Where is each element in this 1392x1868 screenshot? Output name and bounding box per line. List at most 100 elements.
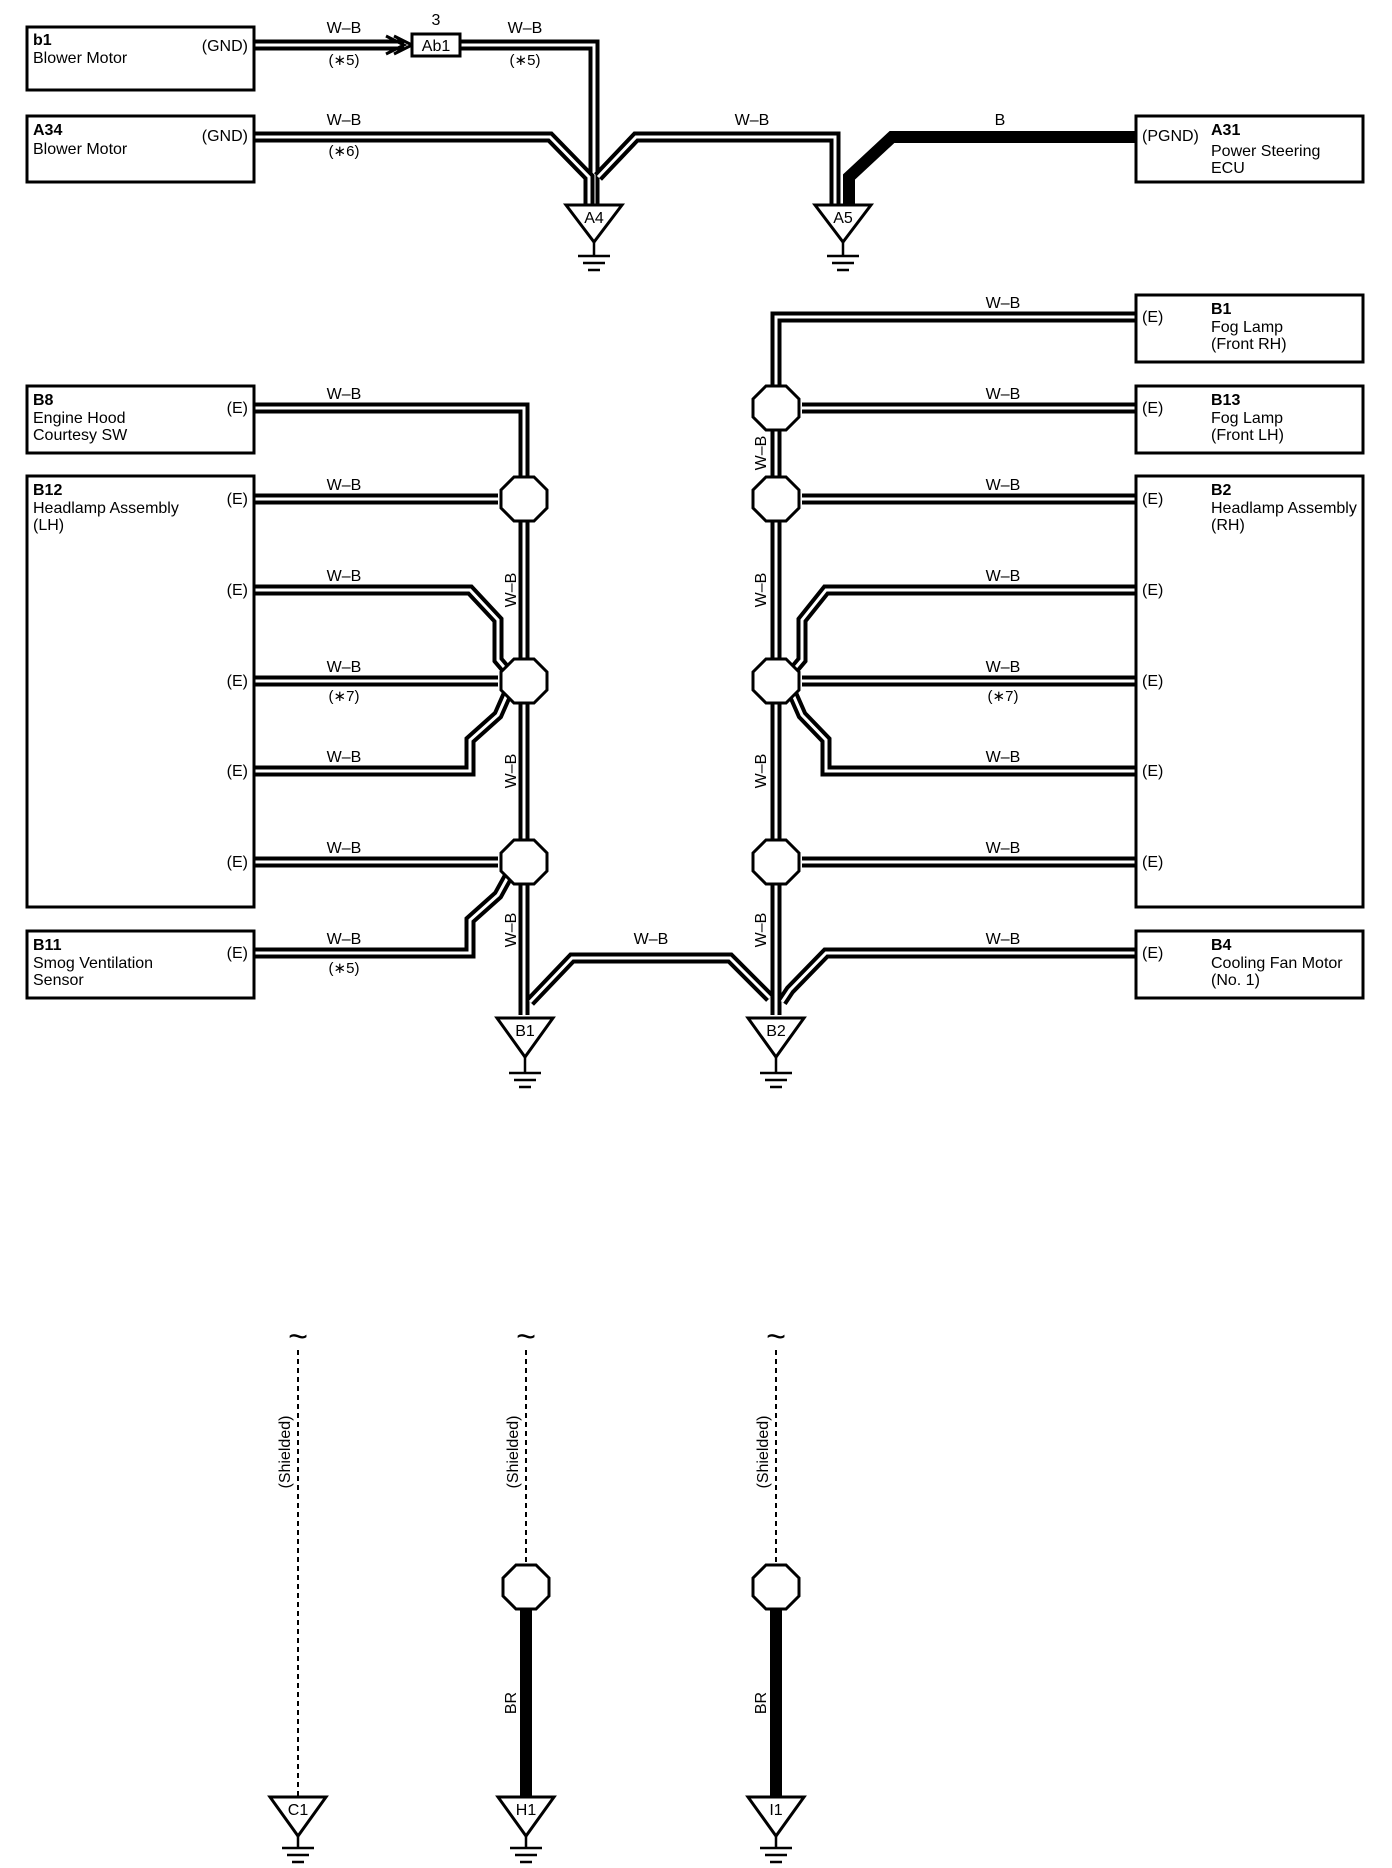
component-name-line2: ECU [1211,160,1245,177]
component-code: B12 [33,482,62,499]
ground-label: A5 [833,210,853,227]
connector-label: Ab1 [422,38,451,55]
wire-label-b12-1: W–B [327,477,362,494]
wire-label-b13: W–B [986,386,1021,403]
component-code: b1 [33,32,52,49]
component-a31: (PGND) A31 Power Steering ECU [1134,114,1365,184]
component-name-line2: (LH) [33,517,64,534]
shielded-label-h1: (Shielded) [505,1416,522,1489]
pin-label: (E) [227,673,248,690]
wire-label-b2-2: W–B [986,568,1021,585]
wire-a34-to-a4 [254,131,595,205]
component-name: Blower Motor [33,50,128,67]
component-name-line2: (RH) [1211,517,1245,534]
wire-label-b12-2: W–B [327,568,362,585]
shielded-label-c1: (Shielded) [277,1416,294,1489]
pin-label: (E) [227,854,248,871]
component-name-line1: Fog Lamp [1211,410,1283,427]
ground-a4: A4 [562,203,626,272]
wire-label-b1-right: W–B [508,20,543,37]
pin-label: (PGND) [1142,128,1199,145]
pin-label: (E) [1142,400,1163,417]
connector-pin: 3 [432,12,441,29]
left-trunk-wire [254,402,530,1015]
ground-label: I1 [769,1802,782,1819]
component-code: B8 [33,392,54,409]
ground-i1: I1 [745,1795,807,1864]
component-name-line1: Smog Ventilation [33,955,153,972]
component-b2: B2 Headlamp Assembly (RH) (E) (E) (E) (E… [1134,474,1365,909]
component-b1r: (E) B1 Fog Lamp (Front RH) [1134,293,1365,364]
splice-right-3 [751,657,801,705]
pin-label: (E) [1142,309,1163,326]
wire-b1-to-a4 [254,39,600,205]
ground-label: C1 [288,1802,309,1819]
wire-label-b1r: W–B [986,295,1021,312]
trunk-label-left-1: W–B [503,573,520,608]
splice-left-3 [499,838,549,886]
component-name-line1: Headlamp Assembly [33,500,179,517]
break-mark-h1: ~ [516,1318,536,1356]
pin-label: (E) [227,582,248,599]
component-code: B4 [1211,937,1232,954]
component-name-line1: Power Steering [1211,143,1320,160]
ground-label: A4 [584,210,604,227]
wire-label-b12-4: W–B [327,749,362,766]
wire-label-b4: W–B [986,931,1021,948]
trunk-label-right-3: W–B [753,754,770,789]
ground-label: B1 [515,1023,535,1040]
connector-ab1 [410,32,462,58]
wire-label-b2-4: W–B [986,749,1021,766]
pin-label: (E) [227,763,248,780]
ground-b1: B1 [494,1016,556,1089]
component-name-line1: Engine Hood [33,410,126,427]
wire-a4-to-a5 [594,131,841,205]
shielded-label-i1: (Shielded) [755,1416,772,1489]
ground-label: H1 [516,1802,537,1819]
wire-label-b12-3: W–B [327,659,362,676]
component-code: B1 [1211,301,1232,318]
trunk-label-right-2: W–B [753,573,770,608]
trunk-label-left-3: W–B [503,913,520,948]
ground-c1: C1 [267,1795,329,1864]
trunk-label-right-4: W–B [753,913,770,948]
note-b1-right: (∗5) [510,52,541,69]
splice-i1 [751,1563,801,1611]
ground-label: B2 [766,1023,786,1040]
note-b2-3: (∗7) [988,688,1019,705]
component-b8: B8 Engine Hood Courtesy SW (E) [25,384,256,455]
component-name-line1: Cooling Fan Motor [1211,955,1343,972]
wire-label-a31: B [995,112,1006,129]
component-b12: B12 Headlamp Assembly (LH) (E) (E) (E) (… [25,474,256,909]
component-code: A34 [33,122,62,139]
splice-left-1 [499,475,549,523]
pin-label: (E) [1142,491,1163,508]
ground-h1: H1 [495,1795,557,1864]
component-code: B2 [1211,482,1232,499]
component-code: B11 [33,937,62,954]
note-b11: (∗5) [329,960,360,977]
break-mark-i1: ~ [766,1318,786,1356]
component-name-line2: (No. 1) [1211,972,1260,989]
note-a34: (∗6) [329,143,360,160]
component-name: Blower Motor [33,141,128,158]
component-name-line2: Courtesy SW [33,427,128,444]
trunk-label-left-2: W–B [503,754,520,789]
component-name-line2: (Front RH) [1211,336,1287,353]
pin-label: (GND) [202,128,248,145]
ground-a5: A5 [811,203,875,272]
component-a34: A34 Blower Motor (GND) [25,114,256,184]
splice-left-2 [499,657,549,705]
splice-h1 [501,1563,551,1611]
wire-label-a34: W–B [327,112,362,129]
pin-label: (E) [1142,582,1163,599]
pin-label: (E) [1142,763,1163,780]
component-name-line2: (Front LH) [1211,427,1284,444]
ground-b2: B2 [745,1016,807,1089]
component-code: B13 [1211,392,1240,409]
pin-label: (GND) [202,38,248,55]
splice-right-4 [751,838,801,886]
component-name-line1: Fog Lamp [1211,319,1283,336]
wire-label-a4-a5: W–B [735,112,770,129]
